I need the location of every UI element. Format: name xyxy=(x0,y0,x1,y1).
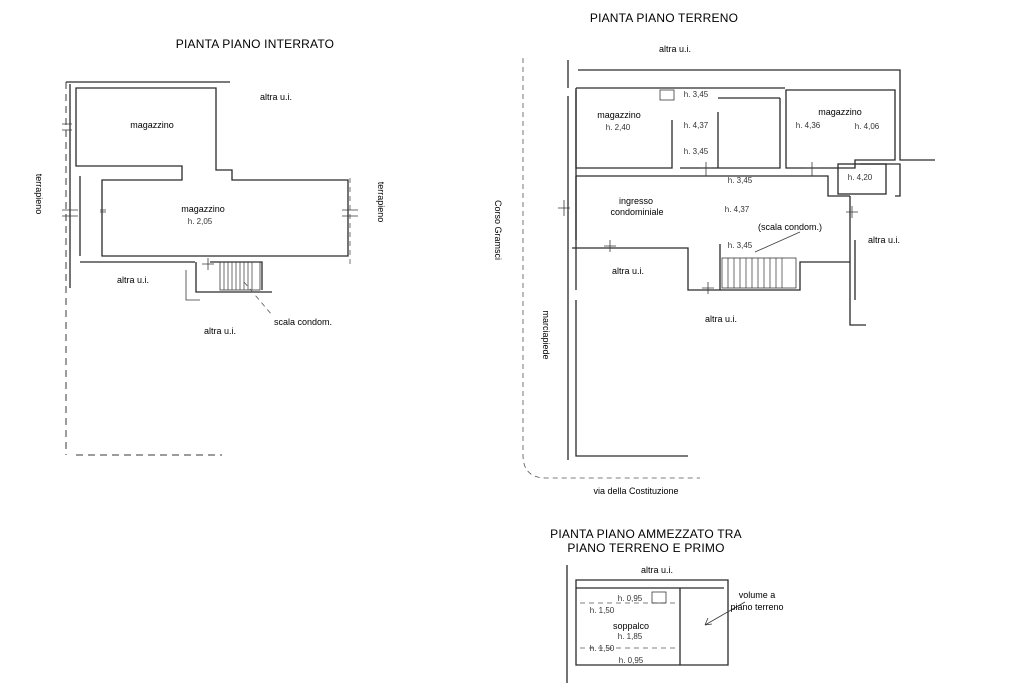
basement-other-unit-left: altra u.i. xyxy=(117,275,149,285)
mezzanine-height-lines xyxy=(580,602,675,649)
ground-outer-walls-left xyxy=(567,60,688,460)
ground-other-unit-left: altra u.i. xyxy=(612,266,644,276)
ground-entrance-label-1: ingresso xyxy=(619,196,653,206)
basement-other-unit-bottom: altra u.i. xyxy=(204,326,236,336)
basement-room-top-label: magazzino xyxy=(130,120,174,130)
ground-street-corner xyxy=(522,58,700,479)
ground-title: PIANTA PIANO TERRENO xyxy=(590,11,738,25)
basement-title: PIANTA PIANO INTERRATO xyxy=(176,37,334,51)
mezzanine-stair-icon xyxy=(651,591,667,604)
mezzanine-volume-arrow xyxy=(704,601,746,626)
basement-walls-outer xyxy=(69,84,272,293)
basement-plan: PIANTA PIANO INTERRATO magazzino magazzi… xyxy=(34,37,386,456)
mezzanine-room-label: soppalco xyxy=(613,621,649,631)
mezzanine-other-unit-top: altra u.i. xyxy=(641,565,673,575)
ground-stair-leader xyxy=(754,231,801,253)
ground-entrance-label-2: condominiale xyxy=(610,207,663,217)
ground-street-bottom: via della Costituzione xyxy=(593,486,678,496)
ground-other-unit-right: altra u.i. xyxy=(868,235,900,245)
ground-room-left-height: h. 2,40 xyxy=(606,123,631,132)
ground-street-left: Corso Gramsci xyxy=(493,200,503,260)
ground-outer-walls-top xyxy=(578,69,935,197)
ground-room-left-label: magazzino xyxy=(597,110,641,120)
mezzanine-title-line1: PIANTA PIANO AMMEZZATO TRA xyxy=(550,527,742,541)
ground-stair xyxy=(721,231,801,289)
mezzanine-plan: PIANTA PIANO AMMEZZATO TRA PIANO TERRENO… xyxy=(550,527,784,683)
basement-room-main-height: h. 2,05 xyxy=(188,217,213,226)
basement-stair xyxy=(219,261,273,316)
ground-height-345-b: h. 3,45 xyxy=(684,147,709,156)
ground-small-room-420 xyxy=(837,163,887,195)
basement-stair-label: scala condom. xyxy=(274,317,332,327)
ground-room-right-label: magazzino xyxy=(818,107,862,117)
mezzanine-walls xyxy=(566,565,729,683)
ground-sidewalk: marciapiede xyxy=(541,310,551,359)
ground-room-right-height-2: h. 4,06 xyxy=(855,122,880,131)
mezzanine-height-095-bottom: h. 0,95 xyxy=(619,656,644,665)
ground-storage-rooms-walls xyxy=(575,87,896,169)
mezzanine-height-150-bottom: h. 1,50 xyxy=(590,644,615,653)
basement-stair-leader xyxy=(243,281,273,316)
ground-stair-label: (scala condom.) xyxy=(758,222,822,232)
basement-lower-partition xyxy=(185,270,200,301)
basement-fill-left: terrapieno xyxy=(34,174,44,215)
ground-small-stair-icon xyxy=(659,89,675,101)
basement-openings xyxy=(62,123,358,217)
mezzanine-height-095-top: h. 0,95 xyxy=(618,594,643,603)
basement-fill-right: terrapieno xyxy=(376,182,386,223)
ground-height-345-c: h. 3,45 xyxy=(728,176,753,185)
ground-plan: PIANTA PIANO TERRENO altra u.i. xyxy=(493,11,935,496)
ground-height-437-b: h. 4,37 xyxy=(725,205,750,214)
ground-other-unit-bottom: altra u.i. xyxy=(705,314,737,324)
ground-height-420: h. 4,20 xyxy=(848,173,873,182)
mezzanine-room-height: h. 1,85 xyxy=(618,632,643,641)
ground-door-icons xyxy=(558,162,858,294)
ground-outer-walls-right xyxy=(849,196,866,326)
ground-room-right-height-1: h. 4,36 xyxy=(796,121,821,130)
mezzanine-title-line2: PIANO TERRENO E PRIMO xyxy=(567,541,724,555)
ground-height-345-d: h. 3,45 xyxy=(728,241,753,250)
basement-walls-inner xyxy=(66,81,349,257)
basement-site-boundary xyxy=(65,82,222,456)
mezzanine-volume-line1: volume a xyxy=(739,590,776,600)
basement-door-icon xyxy=(202,258,214,270)
basement-room-main-label: magazzino xyxy=(181,204,225,214)
mezzanine-height-150-top: h. 1,50 xyxy=(590,606,615,615)
basement-other-unit-top: altra u.i. xyxy=(260,92,292,102)
ground-height-345-a: h. 3,45 xyxy=(684,90,709,99)
ground-height-437-a: h. 4,37 xyxy=(684,121,709,130)
ground-entrance-walls xyxy=(572,175,850,291)
mezzanine-volume-line2: piano terreno xyxy=(730,602,783,612)
ground-other-unit-top: altra u.i. xyxy=(659,44,691,54)
